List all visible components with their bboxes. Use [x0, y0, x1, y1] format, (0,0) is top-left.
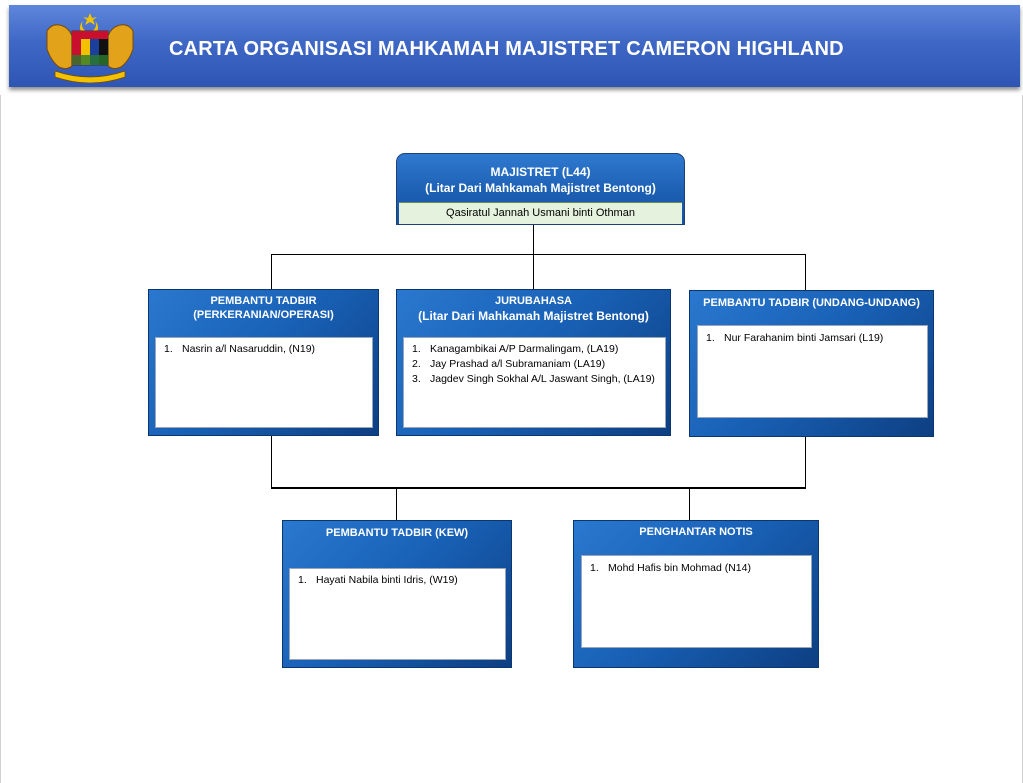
staff-name: Kanagambikai A/P Darmalingam, (LA19): [430, 343, 619, 355]
unit-title: PEMBANTU TADBIR: [210, 295, 317, 307]
majistret-subtitle: (Litar Dari Mahkamah Majistret Bentong): [425, 181, 656, 195]
staff-list: 1.Nasrin a/l Nasaruddin, (N19): [155, 337, 373, 428]
unit-title: PENGHANTAR NOTIS: [639, 526, 753, 538]
staff-item: 1.Kanagambikai A/P Darmalingam, (LA19): [412, 343, 619, 355]
unit-title: JURUBAHASA: [494, 295, 572, 307]
unit-subtitle: (Litar Dari Mahkamah Majistret Bentong): [418, 309, 649, 323]
connector-left-rise: [271, 436, 272, 488]
connector-top-vertical: [533, 225, 534, 255]
staff-list: 1.Hayati Nabila binti Idris, (W19): [289, 568, 506, 660]
unit-subtitle: (PERKERANIAN/OPERASI): [193, 309, 334, 321]
staff-item: 3.Jagdev Singh Sokhal A/L Jaswant Singh,…: [412, 373, 655, 385]
unit-title: PEMBANTU TADBIR (UNDANG-UNDANG): [703, 297, 920, 309]
staff-list: 1.Mohd Hafis bin Mohmad (N14): [581, 555, 812, 648]
unit-kewangan: PEMBANTU TADBIR (KEW) 1.Hayati Nabila bi…: [282, 520, 512, 668]
majistret-title: MAJISTRET (L44): [490, 165, 591, 179]
malaysia-coat-of-arms-icon: [46, 13, 134, 83]
staff-item: 1.Nasrin a/l Nasaruddin, (N19): [164, 343, 316, 355]
connector-notis-drop: [689, 488, 690, 520]
staff-name: Nasrin a/l Nasaruddin, (N19): [182, 343, 316, 355]
staff-item: 2.Jay Prashad a/l Subramaniam (LA19): [412, 358, 606, 370]
majistret-name: Qasiratul Jannah Usmani binti Othman: [399, 202, 682, 224]
staff-list: 1.Kanagambikai A/P Darmalingam, (LA19) 2…: [403, 337, 666, 428]
staff-name: Mohd Hafis bin Mohmad (N14): [608, 562, 751, 574]
staff-name: Jay Prashad a/l Subramaniam (LA19): [430, 358, 606, 370]
majistret-box: MAJISTRET (L44) (Litar Dari Mahkamah Maj…: [396, 153, 685, 225]
connector-center-drop: [533, 254, 534, 290]
staff-name: Nur Farahanim binti Jamsari (L19): [724, 332, 884, 344]
connector-left-drop: [271, 254, 272, 290]
connector-lower-horizontal: [271, 487, 806, 489]
connector-right-rise: [805, 437, 806, 488]
staff-name: Hayati Nabila binti Idris, (W19): [316, 574, 458, 586]
unit-perkeranian-operasi: PEMBANTU TADBIR (PERKERANIAN/OPERASI) 1.…: [148, 289, 379, 436]
unit-undang-undang: PEMBANTU TADBIR (UNDANG-UNDANG) 1.Nur Fa…: [689, 290, 934, 437]
staff-list: 1.Nur Farahanim binti Jamsari (L19): [697, 325, 928, 418]
staff-item: 1.Hayati Nabila binti Idris, (W19): [298, 574, 458, 586]
connector-right-drop: [805, 254, 806, 290]
unit-jurubahasa: JURUBAHASA (Litar Dari Mahkamah Majistre…: [396, 289, 671, 436]
unit-penghantar-notis: PENGHANTAR NOTIS 1.Mohd Hafis bin Mohmad…: [573, 520, 819, 668]
header-banner: CARTA ORGANISASI MAHKAMAH MAJISTRET CAME…: [9, 5, 1020, 87]
staff-item: 1.Mohd Hafis bin Mohmad (N14): [590, 562, 751, 574]
connector-upper-horizontal: [271, 254, 806, 255]
connector-kew-drop: [396, 488, 397, 520]
staff-item: 1.Nur Farahanim binti Jamsari (L19): [706, 332, 884, 344]
page-title: CARTA ORGANISASI MAHKAMAH MAJISTRET CAME…: [169, 38, 844, 60]
unit-title: PEMBANTU TADBIR (KEW): [325, 527, 469, 539]
staff-name: Jagdev Singh Sokhal A/L Jaswant Singh, (…: [430, 373, 655, 385]
page-edge-left: [0, 95, 1, 783]
